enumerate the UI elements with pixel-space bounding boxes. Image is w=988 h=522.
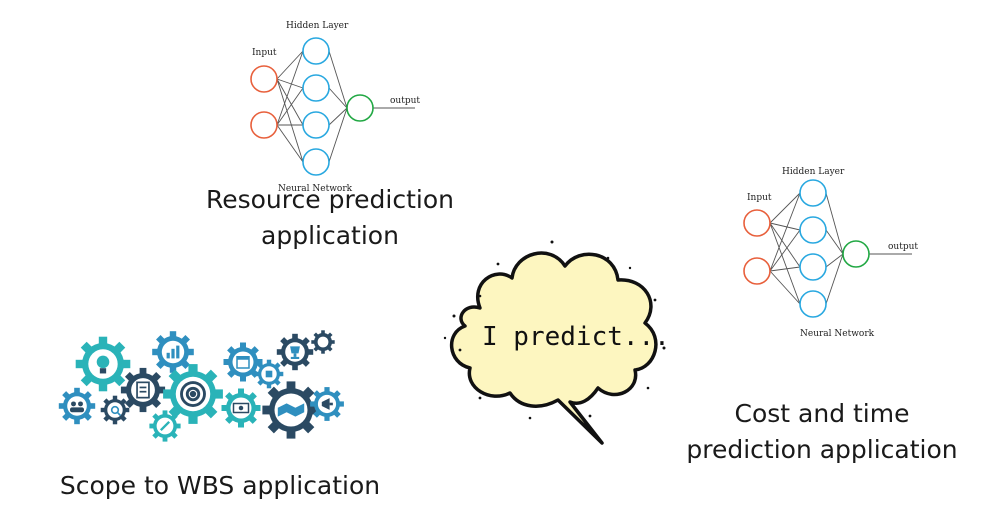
resource-caption: Resource prediction application [180,182,480,254]
nn-right-output-label: output [888,242,918,252]
thought-cloud: I predict... [443,240,670,445]
nn-right-input-node-1 [743,209,771,237]
nn-right-connections [769,192,912,305]
nn-right-network-label: Neural Network [800,329,875,339]
nn-top-connections [276,50,415,163]
team-icon [70,401,84,413]
scope-caption-line: Scope to WBS application [59,471,381,500]
pencil-icon [159,420,171,432]
trophy-icon [290,346,300,359]
nn-right-hidden-label: Hidden Layer [782,167,845,177]
nn-top-hidden-node-2 [302,74,330,102]
gear-search [100,395,130,425]
resource-caption-line2: application [261,221,399,250]
nn-top-input-label: Input [252,48,277,58]
neural-network-diagram-top: Hidden Layer Input output Neural Network [250,21,420,194]
nn-top-input-node-1 [250,65,278,93]
nn-right-output-node [842,240,870,268]
puzzle-icon [265,370,273,378]
nn-top-input-node-2 [250,111,278,139]
nn-right-input-label: Input [747,193,772,203]
gear-trophy [276,333,314,371]
cost-caption-line2: prediction application [686,435,958,464]
gear-megaphone [310,387,344,421]
calendar-icon [236,356,250,369]
nn-top-hidden-node-3 [302,111,330,139]
gear-target [163,364,223,424]
cost-caption-line1: Cost and time [734,399,910,428]
gear-team [58,387,96,425]
scope-caption: Scope to WBS application [30,468,410,504]
resource-caption-line1: Resource prediction [205,185,455,214]
lightbulb-icon [96,355,110,374]
gear-lightbulb [75,336,131,392]
gear-puzzle [254,359,284,389]
gear-checklist [120,367,166,413]
nn-top-hidden-label: Hidden Layer [286,21,349,31]
handshake-icon [277,403,305,417]
checklist-icon [136,381,150,399]
nn-top-output-node [346,94,374,122]
nn-right-hidden-node-3 [799,253,827,281]
gear-calendar [223,342,263,382]
nn-top-hidden-node-4 [302,148,330,176]
cost-caption: Cost and time prediction application [672,396,972,468]
cloud-sketch-marks [443,240,666,420]
chart-icon [166,345,180,359]
neural-network-diagram-right: Hidden Layer Input output Neural Network [743,167,918,339]
megaphone-icon [321,398,333,410]
gear-chart [152,331,194,373]
nn-right-hidden-node-4 [799,290,827,318]
cloud-shape [449,251,658,445]
nn-top-network-label: Neural Network [278,184,353,194]
nn-right-input-node-2 [743,257,771,285]
nn-right-hidden-node-1 [799,179,827,207]
gear-money [221,388,261,428]
gear-pencil [149,410,181,442]
cloud-text: I predict... [482,322,670,352]
target-icon [180,381,206,407]
nn-top-hidden-node-1 [302,37,330,65]
money-icon [232,402,250,414]
nn-right-hidden-node-2 [799,216,827,244]
gear-small-top [311,330,335,354]
gears-illustration [58,330,344,442]
search-icon [110,405,122,417]
gear-handshake [262,381,320,439]
nn-top-output-label: output [390,96,420,106]
